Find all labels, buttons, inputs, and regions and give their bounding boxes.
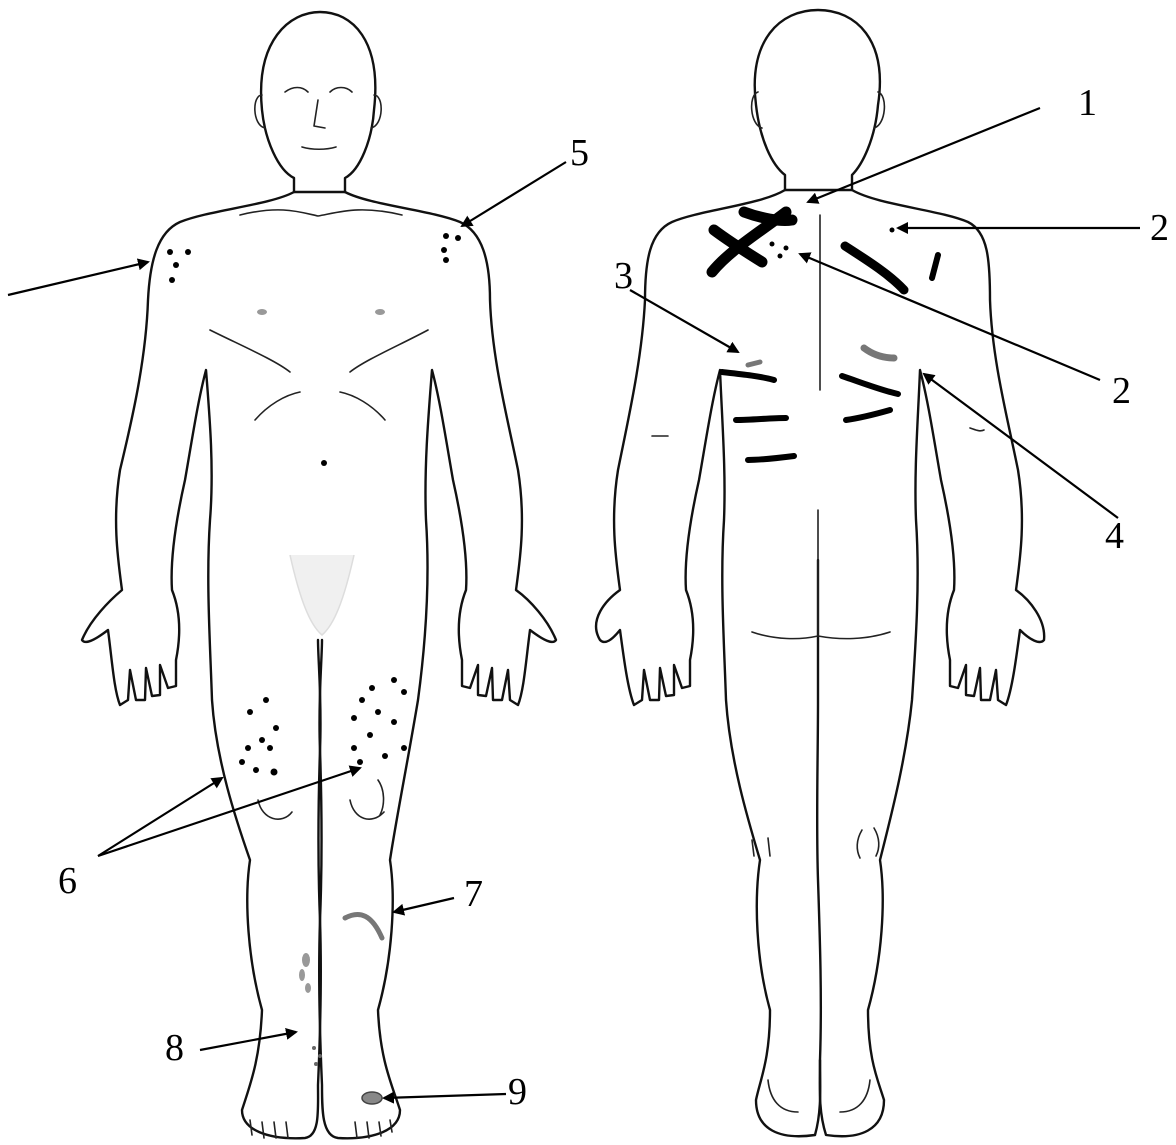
front-thigh-right-dots — [351, 677, 407, 765]
front-chest-right — [350, 330, 428, 372]
label-2b: 2 — [1112, 370, 1131, 412]
back-knee-right — [857, 828, 879, 858]
front-abdomen-left — [255, 392, 300, 420]
front-collarbone — [240, 210, 402, 216]
back-cross-lesion — [712, 212, 792, 272]
arrow-1 — [808, 108, 1040, 202]
back-grey-left — [748, 362, 760, 365]
label-4: 4 — [1105, 515, 1124, 557]
front-foot-right-lesion — [362, 1092, 382, 1104]
arrow-9 — [384, 1094, 506, 1098]
label-6: 6 — [58, 860, 77, 902]
front-shoulder-left-dots — [167, 249, 191, 283]
back-heel-right — [840, 1080, 870, 1112]
front-eye-left — [285, 88, 308, 93]
front-body-outline — [82, 192, 321, 1138]
back-scapula-lesion — [845, 246, 904, 290]
front-knee-left — [258, 800, 292, 819]
back-heel-left — [768, 1080, 798, 1112]
callout-labels: 1 2 2 3 4 5 6 7 8 9 — [58, 82, 1169, 1113]
front-nose — [314, 100, 325, 128]
arrow-8 — [200, 1032, 296, 1050]
back-body-outline-right — [820, 190, 1044, 1136]
front-nipple-left — [257, 309, 267, 315]
front-shin-right-lesion — [345, 914, 382, 938]
label-2a: 2 — [1150, 207, 1169, 249]
label-9: 9 — [508, 1071, 527, 1113]
front-body-outline-right — [319, 192, 556, 1138]
back-rib-lesions-left — [722, 372, 794, 460]
back-figure — [596, 10, 1044, 1136]
label-5: 5 — [570, 132, 589, 174]
label-3: 3 — [614, 255, 633, 297]
front-navel — [321, 460, 327, 466]
back-right-vertical-mark — [932, 255, 938, 278]
label-7: 7 — [464, 873, 483, 915]
arrow-5 — [462, 162, 566, 226]
back-body-outline-left — [596, 190, 821, 1136]
back-small-dots — [770, 228, 895, 259]
arrow-unlabeled-left — [8, 262, 148, 295]
front-chest-left — [210, 330, 290, 372]
front-abdomen-right — [340, 392, 385, 420]
front-nipple-right — [375, 309, 385, 315]
front-knee-right — [350, 800, 384, 819]
front-groin — [290, 555, 354, 635]
front-eye-right — [330, 88, 352, 93]
back-rib-lesions-right — [842, 376, 898, 420]
back-head — [755, 10, 880, 190]
callout-arrows — [8, 108, 1140, 1098]
back-elbow-right — [970, 428, 984, 431]
arrow-3 — [630, 290, 738, 352]
arrow-2b — [800, 254, 1100, 380]
arrow-7 — [394, 898, 454, 912]
label-1: 1 — [1078, 82, 1097, 124]
front-knee-right-2 — [378, 780, 384, 815]
back-buttocks — [752, 632, 890, 639]
arrow-6a — [98, 778, 222, 856]
front-shoulder-right-dots — [441, 233, 461, 263]
front-mouth — [302, 147, 336, 149]
front-figure — [82, 12, 556, 1138]
label-8: 8 — [165, 1027, 184, 1069]
back-grey-right — [864, 348, 894, 358]
front-thigh-left-dots — [239, 697, 279, 776]
